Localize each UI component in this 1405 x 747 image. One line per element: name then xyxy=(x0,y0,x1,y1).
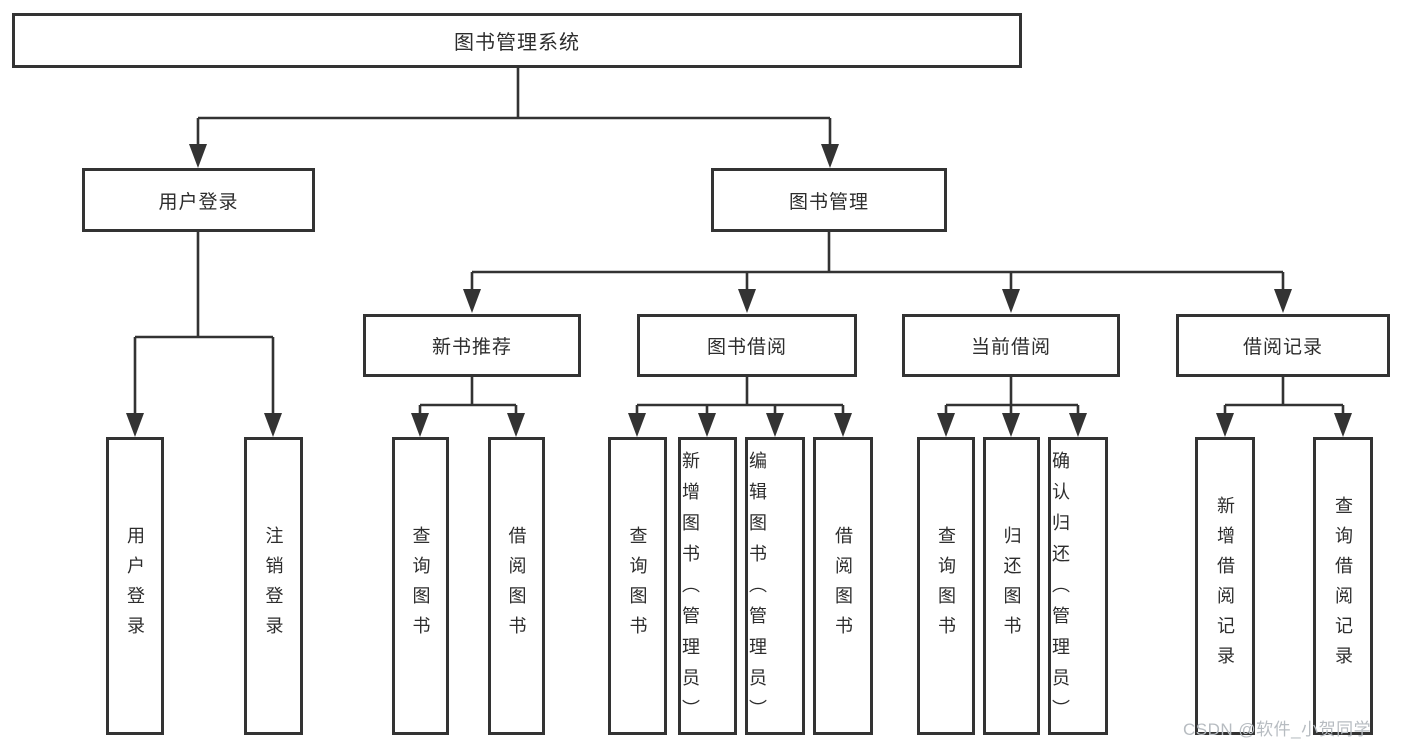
leaf-add-book-admin: 新增图书（管理员） xyxy=(678,437,737,735)
leaf-label: 归还图书 xyxy=(1001,526,1022,646)
leaf-add-borrow-record: 新增借阅记录 xyxy=(1195,437,1255,735)
node-current-borrow: 当前借阅 xyxy=(902,314,1120,377)
leaf-borrow-books: 借阅图书 xyxy=(813,437,873,735)
leaf-label: 查询图书 xyxy=(410,526,431,646)
connector-records-to-leaves xyxy=(1223,375,1345,418)
node-user-login: 用户登录 xyxy=(82,168,315,232)
leaf-label: 查询图书 xyxy=(627,526,648,646)
leaf-label: 用户登录 xyxy=(125,526,145,646)
leaf-label: 查询借阅记录 xyxy=(1333,496,1353,676)
leaf-confirm-return-admin: 确认归还（管理员） xyxy=(1048,437,1108,735)
leaf-query-borrow-record: 查询借阅记录 xyxy=(1313,437,1373,735)
leaf-label: 注销登录 xyxy=(263,526,284,646)
connector-root-to-level2 xyxy=(196,66,832,148)
leaf-logout: 注销登录 xyxy=(244,437,303,735)
connector-borrow-to-leaves xyxy=(635,375,845,418)
connector-recommend-to-leaves xyxy=(418,375,518,418)
leaf-label: 查询图书 xyxy=(936,526,956,646)
connector-userlogin-to-leaves xyxy=(133,230,275,418)
leaf-label: 确认归还（管理员） xyxy=(1050,450,1070,730)
leaf-label: 借阅图书 xyxy=(506,526,527,646)
node-root: 图书管理系统 xyxy=(12,13,1022,68)
connector-bookmgmt-to-level3 xyxy=(470,230,1285,295)
leaf-label: 编辑图书（管理员） xyxy=(747,450,767,730)
leaf-label: 新增借阅记录 xyxy=(1215,496,1235,676)
node-borrow-records: 借阅记录 xyxy=(1176,314,1390,377)
leaf-return-books: 归还图书 xyxy=(983,437,1040,735)
leaf-recommend-borrow-books: 借阅图书 xyxy=(488,437,545,735)
leaf-user-login: 用户登录 xyxy=(106,437,164,735)
leaf-edit-book-admin: 编辑图书（管理员） xyxy=(745,437,805,735)
leaf-current-query-books: 查询图书 xyxy=(917,437,975,735)
leaf-recommend-query-books: 查询图书 xyxy=(392,437,449,735)
arrowheads xyxy=(126,144,1352,437)
watermark: CSDN @软件_小贺同学 xyxy=(1183,720,1372,739)
leaf-borrow-query-books: 查询图书 xyxy=(608,437,667,735)
leaf-label: 借阅图书 xyxy=(833,526,853,646)
node-book-borrow: 图书借阅 xyxy=(637,314,857,377)
leaf-label: 新增图书（管理员） xyxy=(680,450,700,730)
node-new-book-recommend: 新书推荐 xyxy=(363,314,581,377)
node-book-management: 图书管理 xyxy=(711,168,947,232)
connector-current-to-leaves xyxy=(944,375,1080,418)
